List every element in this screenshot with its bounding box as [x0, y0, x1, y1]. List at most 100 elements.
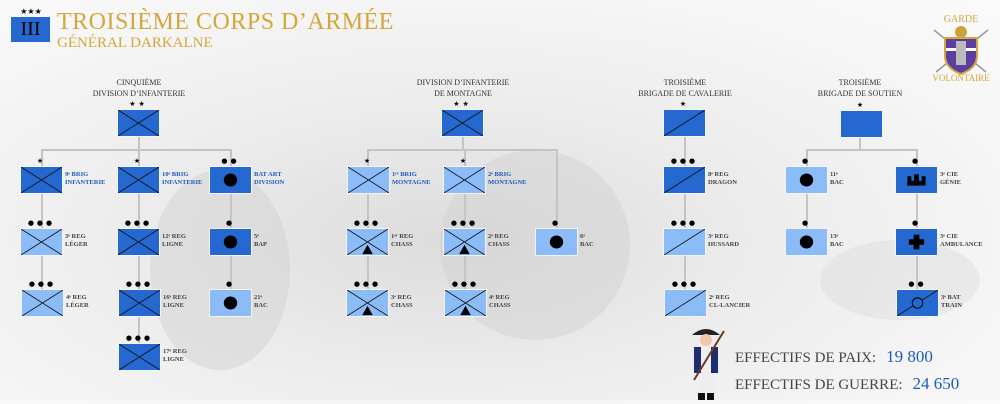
connector-line [806, 149, 918, 151]
unit-symbol[interactable] [118, 343, 161, 371]
unit-symbol[interactable] [896, 289, 939, 317]
unit-label-line1: 17ᵉ REG [163, 348, 187, 355]
connector-line [859, 137, 861, 150]
unit-label-line1: 16ᵉ REG [163, 294, 187, 301]
echelon-marker: ●●● [124, 219, 153, 227]
formation-title-line2: DIVISION D’INFANTERIE [92, 89, 186, 98]
echelon-marker: ●●● [125, 334, 154, 342]
connector-line [367, 149, 558, 151]
unit-symbol[interactable] [895, 228, 938, 256]
mtn-symbol-icon [445, 290, 486, 316]
unit-symbol[interactable] [20, 228, 63, 256]
unit-label-line1: 3ᵉ CIE [940, 233, 959, 240]
echelon-marker: ★ [459, 157, 470, 165]
unit-label-line2: CHASS [489, 302, 511, 309]
unit-label-line1: 6ᵉ [580, 233, 585, 240]
echelon-marker: ★ [856, 101, 867, 109]
formation-hq-symbol[interactable] [117, 109, 160, 137]
unit-label-line1: 11ᵉ [830, 171, 838, 178]
svg-text:GARDE: GARDE [944, 14, 978, 25]
unit-label-line2: INFANTERIE [65, 179, 106, 186]
unit-symbol[interactable] [535, 228, 578, 256]
echelon-marker: ●●● [450, 219, 479, 227]
unit-symbol[interactable] [347, 166, 390, 194]
unit-symbol[interactable] [209, 228, 252, 256]
connector-line [462, 137, 464, 150]
unit-symbol[interactable] [785, 166, 828, 194]
unit-symbol[interactable] [895, 166, 938, 194]
echelon-marker: ● [911, 157, 922, 165]
inf-symbol-icon [348, 167, 389, 193]
unit-symbol[interactable] [443, 166, 486, 194]
unit-symbol[interactable] [663, 228, 706, 256]
unit-label-line1: BAT ART [254, 171, 282, 178]
cav-symbol-icon [665, 290, 706, 316]
art-symbol-icon [799, 235, 814, 249]
echelon-marker: ●●● [125, 280, 154, 288]
garde-volontaire-logo: GARDE VOLONTAIRE [928, 10, 994, 83]
echelon-marker: ● [911, 219, 922, 227]
unit-label-line1: 3ᵉ REG [65, 233, 86, 240]
unit-symbol[interactable] [444, 289, 487, 317]
unit-label-line1: 13ᵉ [830, 233, 839, 240]
unit-label-line2: BAC [254, 302, 268, 309]
inf-symbol-icon [22, 290, 63, 316]
echelon-marker: ★ [133, 157, 144, 165]
unit-symbol[interactable] [346, 228, 389, 256]
echelon-marker: ●●● [451, 280, 480, 288]
unit-label-line1: 3ᵉ REG [391, 294, 412, 301]
unit-label-line2: DRAGON [708, 179, 737, 186]
unit-symbol[interactable] [21, 289, 64, 317]
inf-symbol-icon [119, 344, 160, 370]
echelon-marker: ●●● [671, 280, 700, 288]
unit-label-line1: 4ᵉ REG [489, 294, 510, 301]
connector-line [41, 149, 232, 151]
corps-symbol: III [11, 17, 50, 42]
unit-label-line2: LIGNE [163, 356, 184, 363]
unit-label-line1: 4ᵉ REG [66, 294, 87, 301]
unit-symbol[interactable] [20, 166, 63, 194]
unit-label-line1: 1ʳᵉ BRIG [392, 171, 417, 178]
echelon-marker: ★ [363, 157, 374, 165]
formation-hq-symbol[interactable] [663, 109, 706, 137]
inf-symbol-icon [21, 229, 62, 255]
unit-symbol[interactable] [117, 228, 160, 256]
unit-symbol[interactable] [443, 228, 486, 256]
unit-label-line2: BAP [254, 241, 267, 248]
formation-hq-symbol[interactable] [840, 110, 883, 138]
inf-symbol-icon [118, 110, 159, 136]
connector-line [684, 137, 686, 316]
unit-symbol[interactable] [209, 289, 252, 317]
unit-symbol[interactable] [118, 289, 161, 317]
corps-echelon-stars: ★★★ [20, 7, 42, 16]
unit-symbol[interactable] [346, 289, 389, 317]
unit-symbol[interactable] [663, 166, 706, 194]
inf-symbol-icon [118, 229, 159, 255]
unit-label-line2: MONTAGNE [488, 179, 527, 186]
unit-label-line2: BAC [830, 241, 844, 248]
echelon-marker: ●●● [670, 157, 699, 165]
formation-title-line1: CINQUIÈME [116, 78, 162, 87]
unit-symbol[interactable] [785, 228, 828, 256]
unit-symbol[interactable] [664, 289, 707, 317]
unit-symbol[interactable] [209, 166, 252, 194]
unit-symbol[interactable] [117, 166, 160, 194]
unit-label-line2: AMBULANCE [940, 241, 983, 248]
unit-label-line1: 2ᵉ REG [709, 294, 730, 301]
echelon-marker: ★★ [129, 100, 148, 108]
formation-hq-symbol[interactable] [441, 109, 484, 137]
page-title: TROISIÈME CORPS D’ARMÉE [57, 9, 394, 35]
echelon-marker: ●●● [353, 280, 382, 288]
